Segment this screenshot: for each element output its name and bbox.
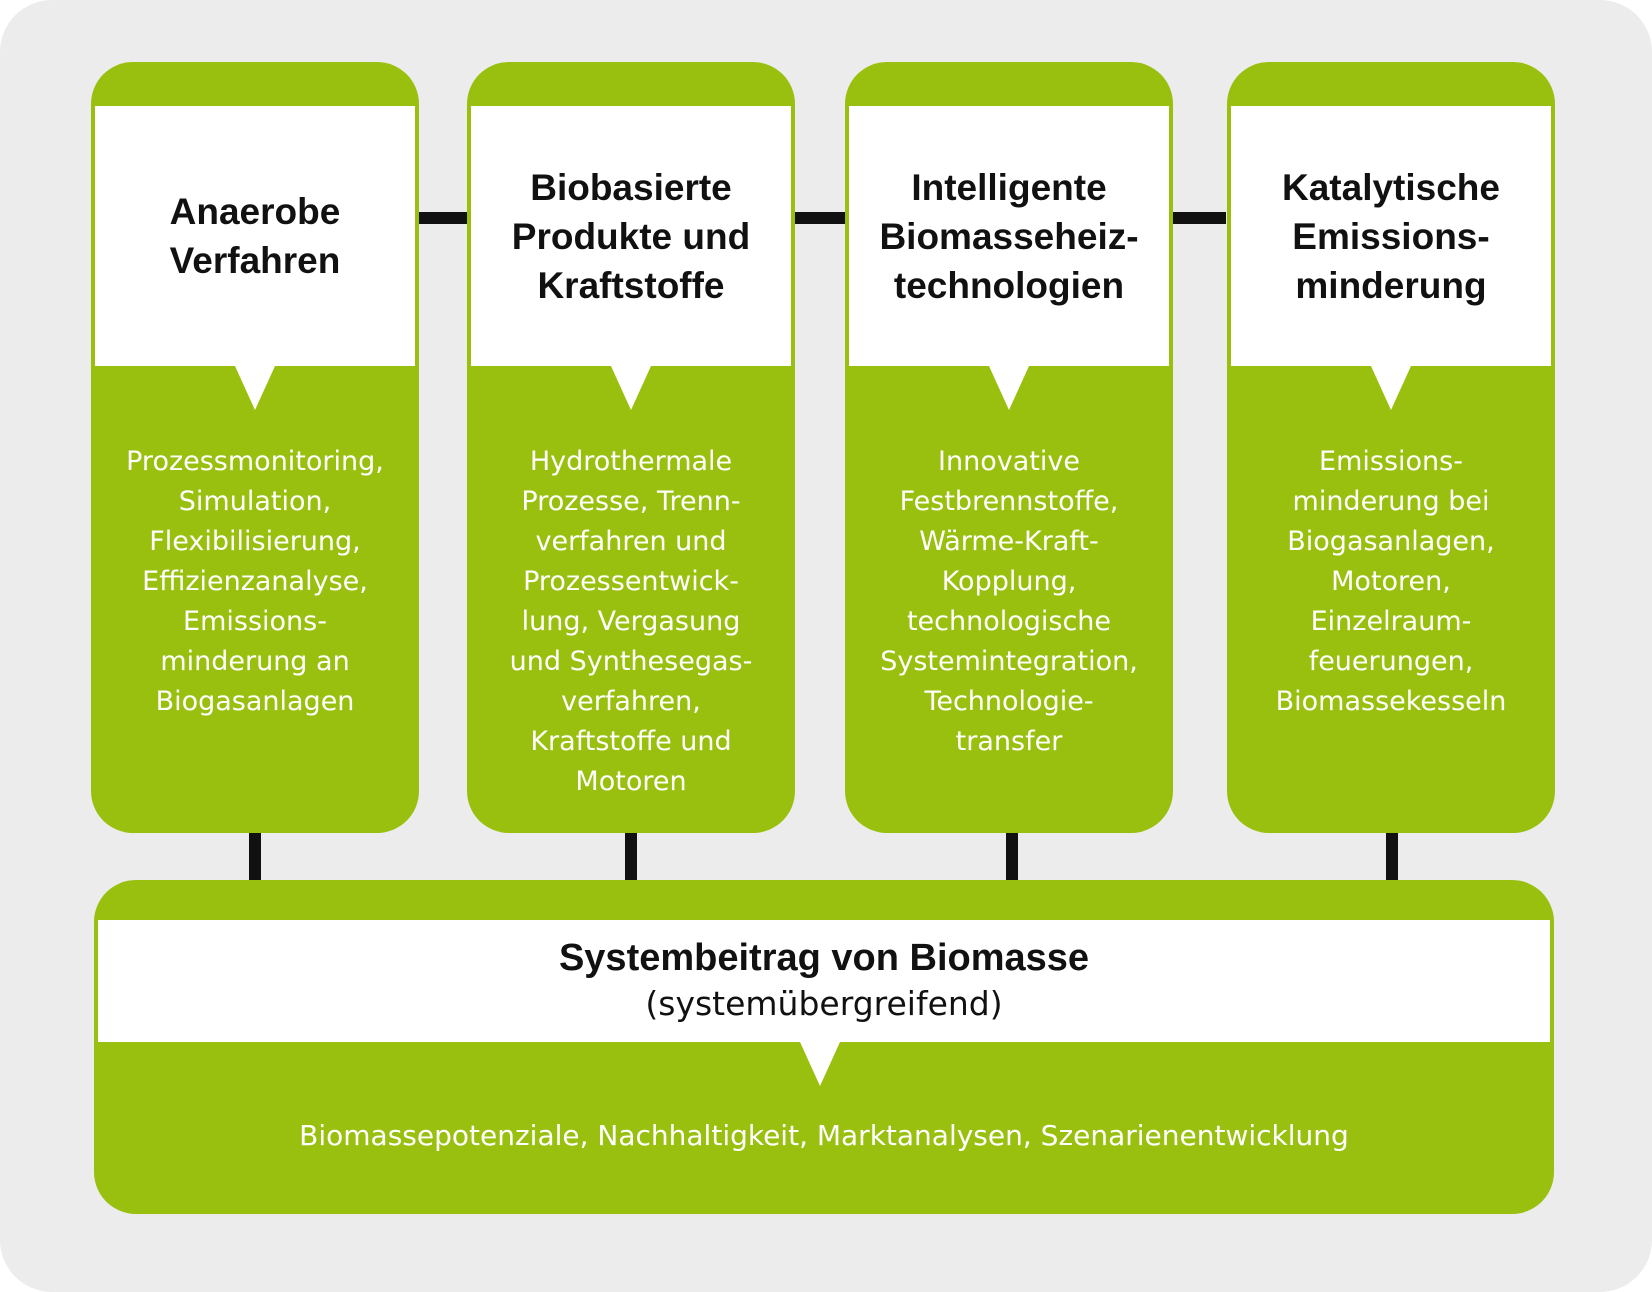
connector-v-2 <box>625 833 637 880</box>
pointer-arrow <box>235 366 275 410</box>
system-card: Systembeitrag von Biomasse (systemübergr… <box>94 880 1554 1214</box>
area-topics: Prozessmonitoring, Simulation, Flexibili… <box>126 446 384 717</box>
area-title: Katalytische Emissions- minderung <box>1282 166 1500 306</box>
system-topics: Biomassepotenziale, Nachhaltigkeit, Mark… <box>299 1119 1349 1152</box>
area-topics: Innovative Festbrennstoffe, Wärme-Kraft-… <box>880 446 1138 757</box>
area-topics: Emissions- minderung bei Biogasanlagen, … <box>1275 446 1507 717</box>
pointer-arrow <box>800 1042 840 1086</box>
pointer-arrow <box>611 366 651 410</box>
area-card-biobasierte-produkte: Biobasierte Produkte und Kraftstoffe Hyd… <box>467 62 795 833</box>
system-subtitle: (systemübergreifend) <box>645 984 1003 1023</box>
area-topics: Hydrothermale Prozesse, Trenn- verfahren… <box>509 446 753 797</box>
area-card-katalytische-emissionsminderung: Katalytische Emissions- minderung Emissi… <box>1227 62 1555 833</box>
area-title: Anaerobe Verfahren <box>169 191 341 281</box>
connector-v-4 <box>1386 833 1398 880</box>
area-title: Intelligente Biomasseheiz- technologien <box>879 166 1139 306</box>
system-title: Systembeitrag von Biomasse <box>558 937 1090 979</box>
pointer-arrow <box>1371 366 1411 410</box>
connector-h-1 <box>414 212 468 224</box>
area-title: Biobasierte Produkte und Kraftstoffe <box>511 166 751 306</box>
connector-v-1 <box>249 833 261 880</box>
system-card-header: Systembeitrag von Biomasse (systemübergr… <box>98 920 1550 1042</box>
area-card-header: Katalytische Emissions- minderung <box>1231 106 1551 366</box>
connector-h-3 <box>1168 212 1226 224</box>
connector-v-3 <box>1006 833 1018 880</box>
area-card-header: Biobasierte Produkte und Kraftstoffe <box>471 106 791 366</box>
pointer-arrow <box>989 366 1029 410</box>
area-card-header: Anaerobe Verfahren <box>95 106 415 366</box>
area-card-header: Intelligente Biomasseheiz- technologien <box>849 106 1169 366</box>
area-card-anaerobe-verfahren: Anaerobe Verfahren Prozessmonitoring, Si… <box>91 62 419 833</box>
area-card-intelligente-biomasseheiztechnologien: Intelligente Biomasseheiz- technologien … <box>845 62 1173 833</box>
connector-h-2 <box>790 212 848 224</box>
